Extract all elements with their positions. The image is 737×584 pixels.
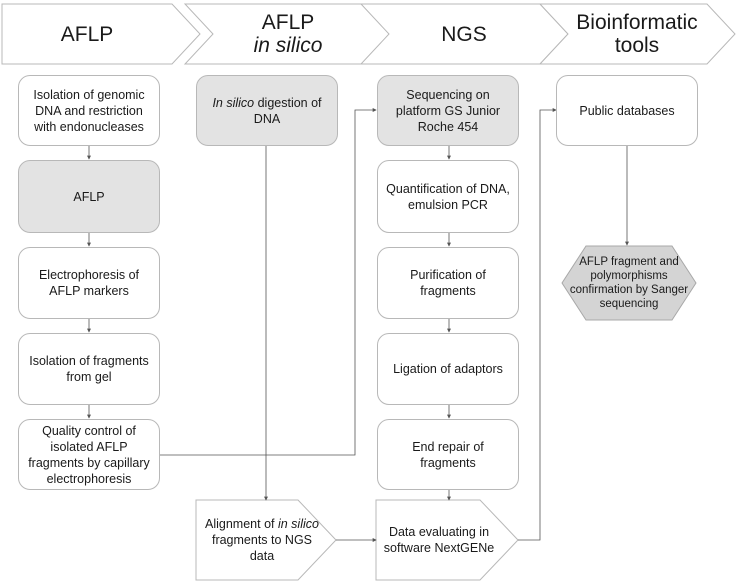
evaluating-text: Data evaluating in software NextGENe [383, 525, 495, 555]
quantification-box: Quantification of DNA, emulsion PCR [377, 160, 519, 233]
evaluating-label: Data evaluating in software NextGENe [378, 504, 500, 576]
isolation-genomic-dna-box: Isolation of genomic DNA and restriction… [18, 75, 160, 146]
end-repair-text: End repair of fragments [412, 439, 484, 470]
insilico-digestion-italic: In silico [212, 95, 255, 110]
end-repair-box: End repair of fragments [377, 419, 519, 490]
header-chevron-bio [538, 3, 736, 65]
header-aflp: AFLP [2, 4, 172, 64]
header-ngs-label: NGS [441, 22, 487, 46]
header-insilico-line2: in silico [253, 34, 323, 57]
quality-control-text: Quality control of isolated AFLP fragmen… [28, 423, 150, 486]
confirmation-text: AFLP fragment and polymorphisms confirma… [569, 256, 689, 310]
arrow-evaluating-databases [518, 108, 557, 541]
ligation-text: Ligation of adaptors [393, 362, 503, 376]
quantification-text: Quantification of DNA, emulsion PCR [386, 181, 510, 212]
public-databases-box: Public databases [556, 75, 698, 146]
header-bio: Bioinformatic tools [566, 4, 708, 64]
header-aflp-label: AFLP [60, 22, 114, 46]
confirmation-label: AFLP fragment and polymorphisms confirma… [568, 248, 690, 318]
header-insilico-line1: AFLP [261, 11, 315, 34]
purification-box: Purification of fragments [377, 247, 519, 319]
arrow-quality-sequencing [160, 108, 377, 456]
sequencing-box: Sequencing on platform GS Junior Roche 4… [377, 75, 519, 146]
isolation-gel-text: Isolation of fragments from gel [29, 354, 149, 384]
header-bio-line2: tools [614, 34, 660, 57]
aflp-box: AFLP [18, 160, 160, 233]
alignment-text-b: fragments to NGS data [211, 533, 313, 563]
sequencing-text: Sequencing on platform GS Junior Roche 4… [395, 87, 501, 134]
alignment-label: Alignment of in silico fragments to NGS … [200, 504, 324, 576]
insilico-digestion-rest: digestion of DNA [253, 95, 322, 126]
ligation-box: Ligation of adaptors [377, 333, 519, 405]
purification-text: Purification of fragments [410, 268, 486, 298]
quality-control-box: Quality control of isolated AFLP fragmen… [18, 419, 160, 490]
isolation-gel-box: Isolation of fragments from gel [18, 333, 160, 405]
electrophoresis-box: Electrophoresis of AFLP markers [18, 247, 160, 319]
alignment-chevron [195, 499, 337, 581]
header-bio-line1: Bioinformatic [576, 11, 698, 34]
header-ngs: NGS [389, 4, 539, 64]
confirmation-hexagon [561, 245, 697, 321]
aflp-text: AFLP [73, 189, 105, 204]
alignment-text-a: Alignment of [205, 517, 278, 531]
alignment-text: Alignment of in silico fragments to NGS … [200, 516, 324, 564]
public-databases-text: Public databases [579, 103, 675, 118]
header-chevron-aflp [1, 3, 201, 65]
evaluating-chevron [375, 499, 519, 581]
isolation-genomic-dna-text: Isolation of genomic DNA and restriction… [33, 87, 145, 134]
insilico-digestion-text: In silico digestion of DNA [203, 95, 331, 127]
alignment-text-italic: in silico [277, 517, 319, 531]
insilico-digestion-box: In silico digestion of DNA [196, 75, 338, 146]
header-insilico: AFLP in silico [213, 4, 363, 64]
electrophoresis-text: Electrophoresis of AFLP markers [38, 268, 140, 298]
